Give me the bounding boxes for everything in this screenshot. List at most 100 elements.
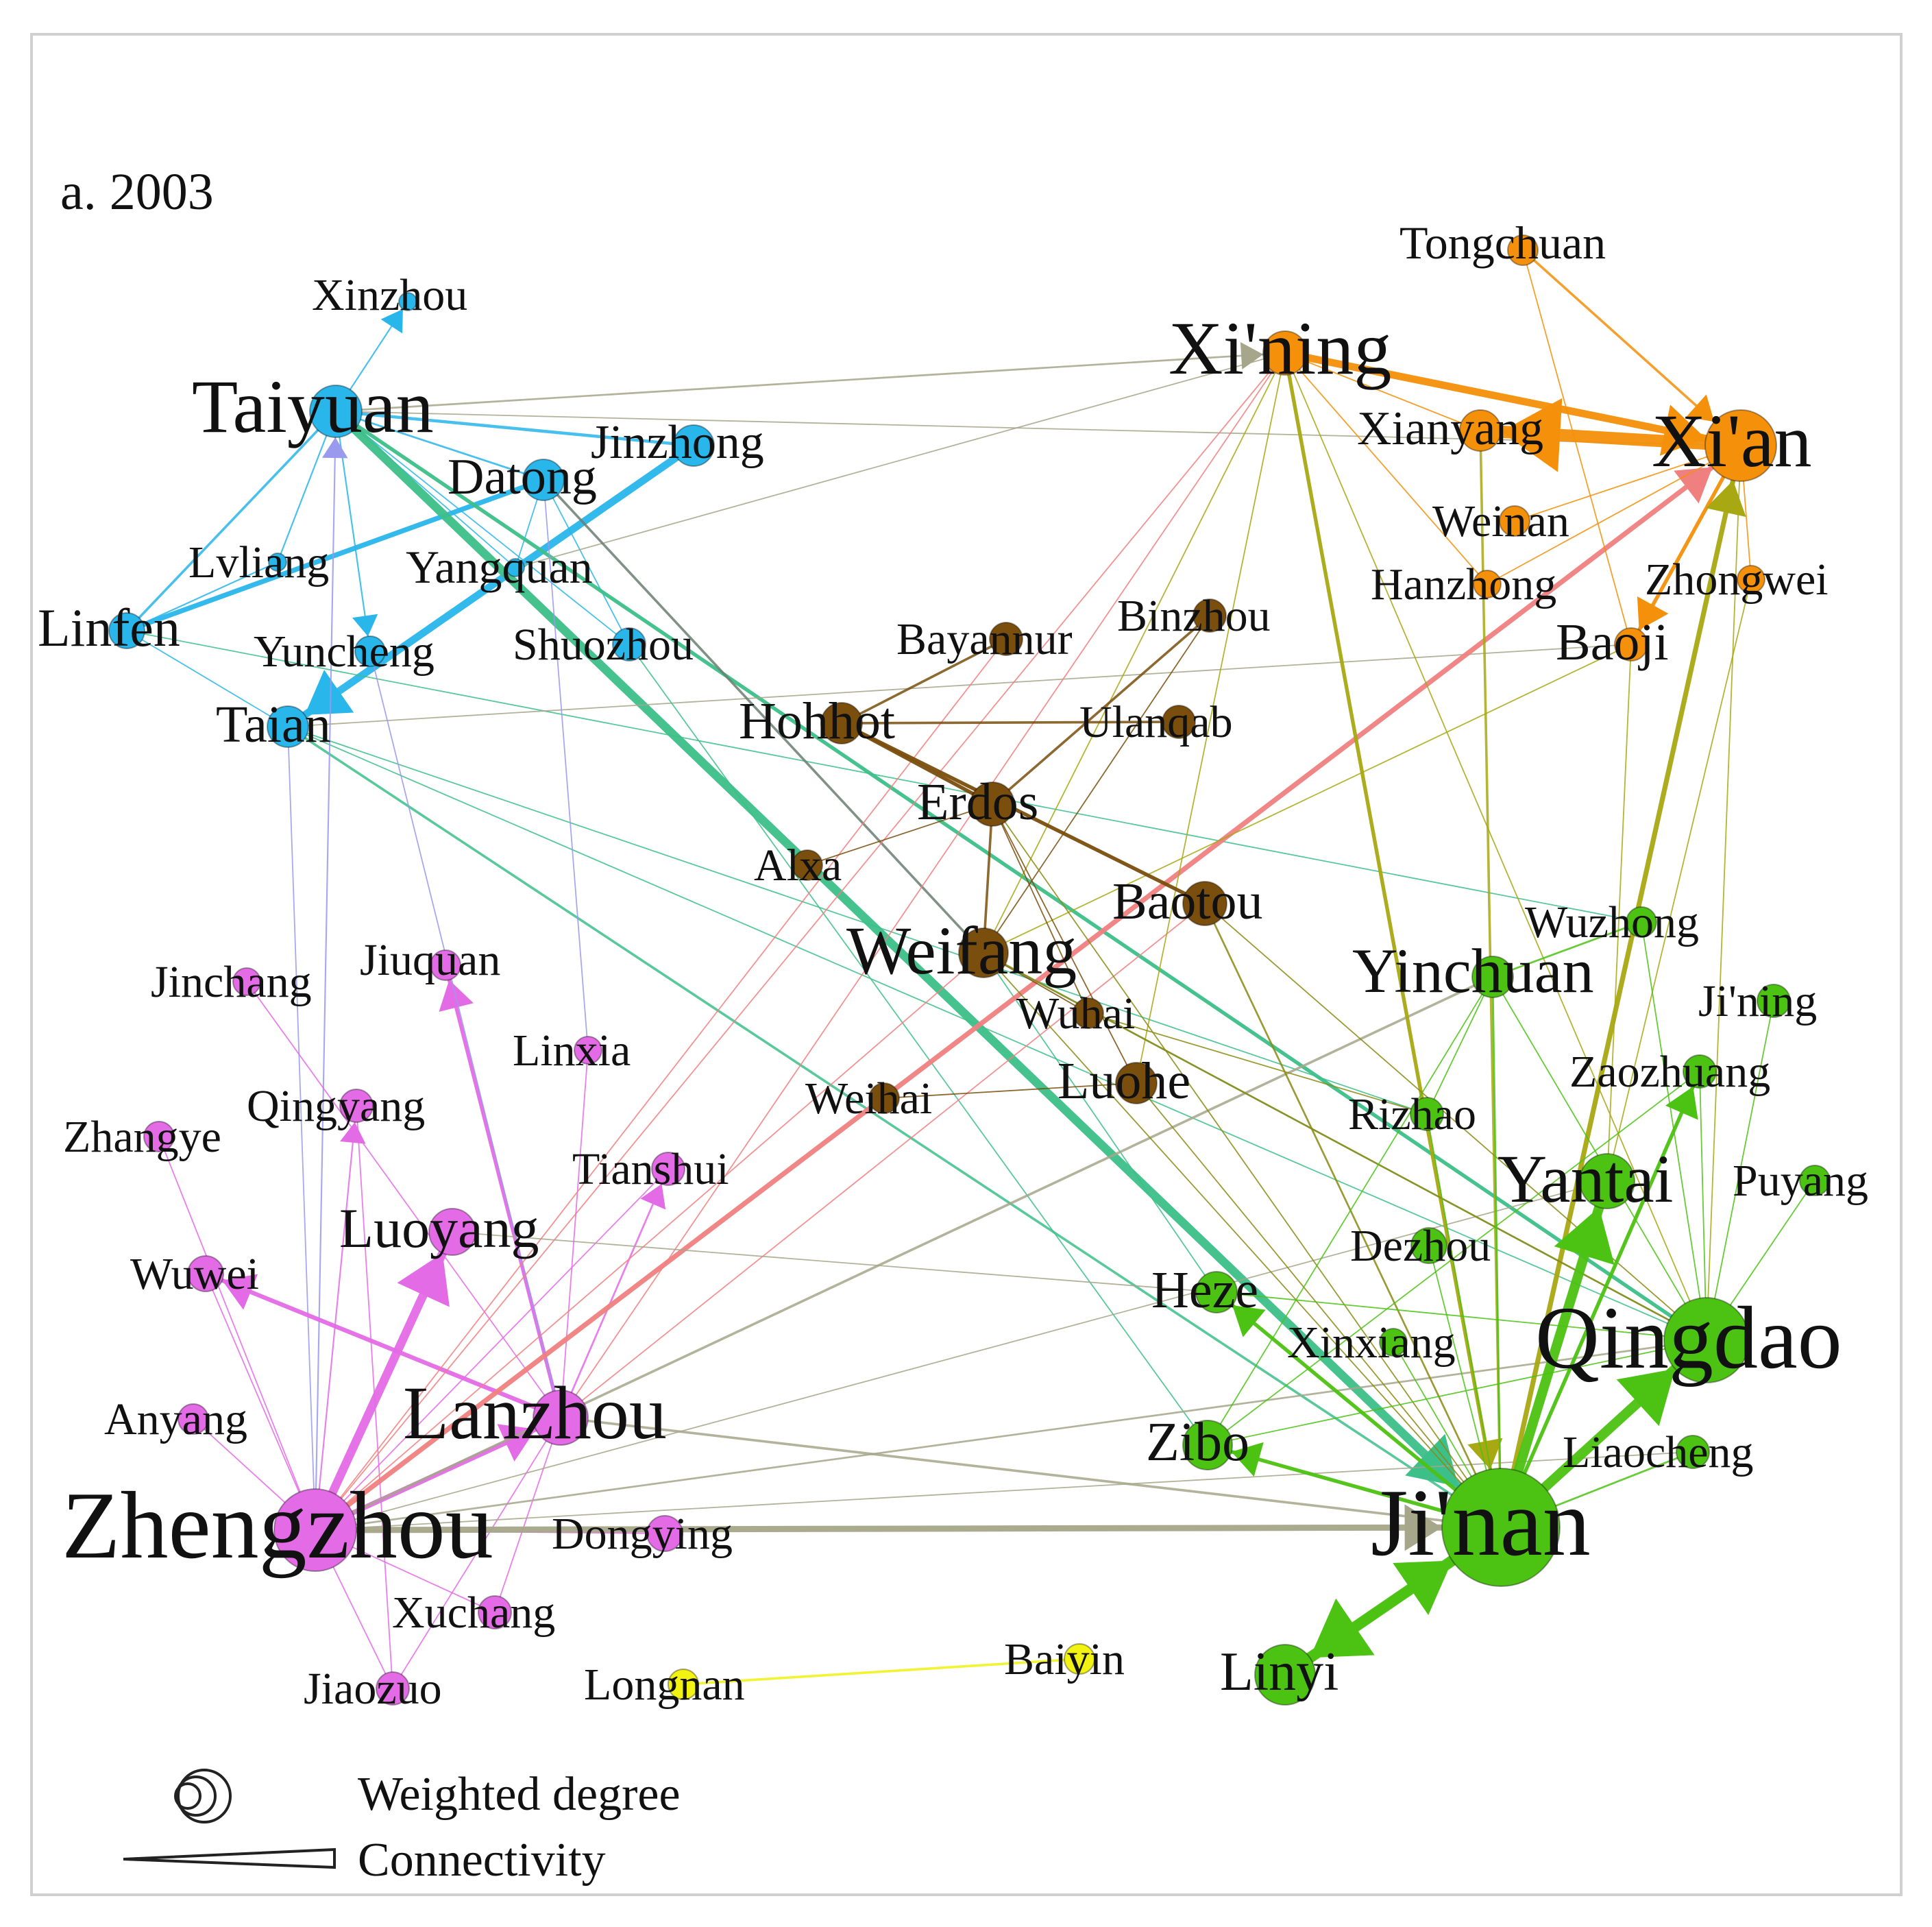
node-label-weifang: Weifang bbox=[846, 912, 1077, 989]
edge-erdos-binzhou bbox=[991, 614, 1211, 805]
node-label-hanzhong: Hanzhong bbox=[1371, 559, 1556, 609]
edge-datong-weifang bbox=[542, 478, 985, 954]
node-longnan bbox=[668, 1669, 699, 1700]
node-yuncheng bbox=[354, 635, 386, 667]
node-label-linfen: Linfen bbox=[38, 598, 180, 657]
node-label-ulanqab: Ulanqab bbox=[1079, 697, 1233, 747]
node-label-hohhot: Hohhot bbox=[739, 692, 895, 750]
node-label-jining: Ji'ning bbox=[1698, 976, 1817, 1026]
legend: Weighted degree Connectivity bbox=[123, 1768, 681, 1887]
edge-shuozhou-zibo bbox=[628, 644, 1208, 1446]
edge-xian-xianyang bbox=[1474, 398, 1747, 472]
edge-xian-qingdao bbox=[1706, 445, 1741, 1341]
node-label-linxia: Linxia bbox=[513, 1026, 631, 1076]
edge-erdos-weifang bbox=[982, 803, 994, 954]
edge-lanzhou-xining bbox=[560, 352, 1286, 1418]
node-label-datong: Datong bbox=[448, 449, 597, 505]
edge-xining-xianyang bbox=[1284, 352, 1481, 431]
edge-tongchuan-xian bbox=[1521, 249, 1742, 447]
node-label-xuchang: Xuchang bbox=[392, 1588, 555, 1638]
edge-jinan-xian bbox=[1498, 443, 1746, 1530]
edge-lanzhou-jinan bbox=[559, 1416, 1502, 1529]
node-label-wuhai: Wuhai bbox=[1016, 989, 1135, 1039]
edge-qingdao-wuzhong bbox=[1641, 921, 1707, 1341]
node-yangquan bbox=[506, 558, 525, 577]
node-xining bbox=[1262, 330, 1308, 376]
node-jinchang bbox=[232, 967, 261, 996]
edge-xian-hanzhong bbox=[1487, 445, 1741, 585]
edge-hohhot-ulanqab bbox=[840, 720, 1180, 725]
node-jining bbox=[1757, 984, 1791, 1018]
edge-jiaozuo-qingyang bbox=[356, 1105, 393, 1689]
node-label-bayannur: Bayannur bbox=[896, 614, 1073, 664]
node-weifang bbox=[958, 928, 1009, 978]
edge-zhengzhou-xining bbox=[315, 352, 1286, 1531]
edge-xian-baoji bbox=[1629, 444, 1743, 646]
node-label-shuozhou: Shuozhou bbox=[513, 620, 694, 670]
node-taiyuan bbox=[309, 385, 363, 438]
edge-zhengzhou-jinan bbox=[312, 1504, 1504, 1551]
nodes-layer bbox=[108, 234, 1831, 1706]
node-zibo bbox=[1182, 1420, 1233, 1470]
edge-lanzhou-tianshui bbox=[559, 1167, 670, 1419]
edge-zaozhuang-zibo bbox=[1207, 1071, 1700, 1446]
edge-erdos-wuhai bbox=[992, 803, 1089, 1014]
node-label-weinan: Weinan bbox=[1432, 496, 1569, 546]
node-baotou bbox=[1182, 881, 1227, 926]
node-label-jiaozuo: Jiaozuo bbox=[304, 1664, 442, 1714]
edge-erdos-jinan bbox=[992, 803, 1502, 1528]
node-label-luoyang: Luoyang bbox=[339, 1197, 539, 1259]
edge-qingdao-heze bbox=[1216, 1292, 1707, 1341]
node-linyi bbox=[1254, 1644, 1316, 1706]
edge-zhengzhou-luoyang bbox=[310, 1227, 457, 1535]
edge-jinan-rizhao bbox=[1426, 1113, 1502, 1528]
panel-label: a. 2003 bbox=[60, 163, 214, 221]
node-label-jinchang: Jinchang bbox=[151, 957, 312, 1007]
node-label-dezhou: Dezhou bbox=[1350, 1221, 1491, 1271]
node-baoji bbox=[1614, 627, 1648, 662]
node-linfen bbox=[108, 612, 145, 649]
node-label-zhongwei: Zhongwei bbox=[1645, 555, 1829, 605]
node-label-jiuquan: Jiuquan bbox=[360, 935, 500, 985]
edge-lanzhou-jiaozuo bbox=[392, 1417, 561, 1689]
edge-luohe-jinan bbox=[1136, 1082, 1502, 1528]
node-ulanqab bbox=[1162, 705, 1196, 739]
edge-zhengzhou-liaocheng bbox=[315, 1451, 1693, 1531]
node-tongchuan bbox=[1507, 234, 1539, 266]
node-label-longnan: Longnan bbox=[584, 1660, 745, 1710]
edge-taiyuan-shuozhou bbox=[335, 411, 630, 645]
edge-zhengzhou-zhangye bbox=[158, 1136, 316, 1531]
edge-zhengzhou-bayannur bbox=[315, 638, 1007, 1531]
node-xuchang bbox=[478, 1595, 512, 1629]
edge-luoyang-heze bbox=[452, 1231, 1217, 1293]
node-dezhou bbox=[1410, 1227, 1447, 1264]
node-label-wuzhong: Wuzhong bbox=[1525, 897, 1699, 947]
node-label-yangquan: Yangquan bbox=[406, 541, 593, 593]
edge-xining-qingdao bbox=[1284, 352, 1707, 1341]
node-wuhai bbox=[1073, 997, 1104, 1029]
edge-qingdao-zaozhuang bbox=[1699, 1071, 1707, 1341]
edge-linfen-wuzhong bbox=[126, 630, 1642, 923]
legend-weighted-degree-label: Weighted degree bbox=[358, 1768, 681, 1821]
edge-xining-luohe bbox=[1136, 352, 1286, 1084]
node-alxa bbox=[792, 849, 823, 881]
legend-connectivity-label: Connectivity bbox=[358, 1834, 606, 1887]
edge-taiyuan-linfen bbox=[125, 410, 337, 632]
node-tianshui bbox=[651, 1152, 685, 1186]
node-label-xian: Xi'an bbox=[1652, 399, 1812, 483]
edge-taiyuan-xian bbox=[335, 411, 1741, 446]
edge-jinan-yinchuan bbox=[1491, 975, 1502, 1529]
edge-zhengzhou-yantai bbox=[315, 1180, 1608, 1531]
edge-linfen-lvliang bbox=[125, 561, 279, 632]
edge-weifang-jinan bbox=[983, 952, 1502, 1528]
edge-yinchuan-rizhao bbox=[1426, 976, 1493, 1115]
node-label-weihai: Weihai bbox=[805, 1074, 932, 1124]
edge-longnan-baiyin bbox=[682, 1658, 1081, 1686]
node-xian bbox=[1704, 409, 1777, 482]
node-liaocheng bbox=[1676, 1435, 1710, 1469]
edge-erdos-alxa bbox=[807, 803, 993, 866]
node-jinan bbox=[1441, 1468, 1561, 1587]
node-yantai bbox=[1579, 1153, 1635, 1209]
node-label-yantai: Yantai bbox=[1497, 1141, 1674, 1217]
node-label-yinchuan: Yinchuan bbox=[1352, 936, 1594, 1006]
